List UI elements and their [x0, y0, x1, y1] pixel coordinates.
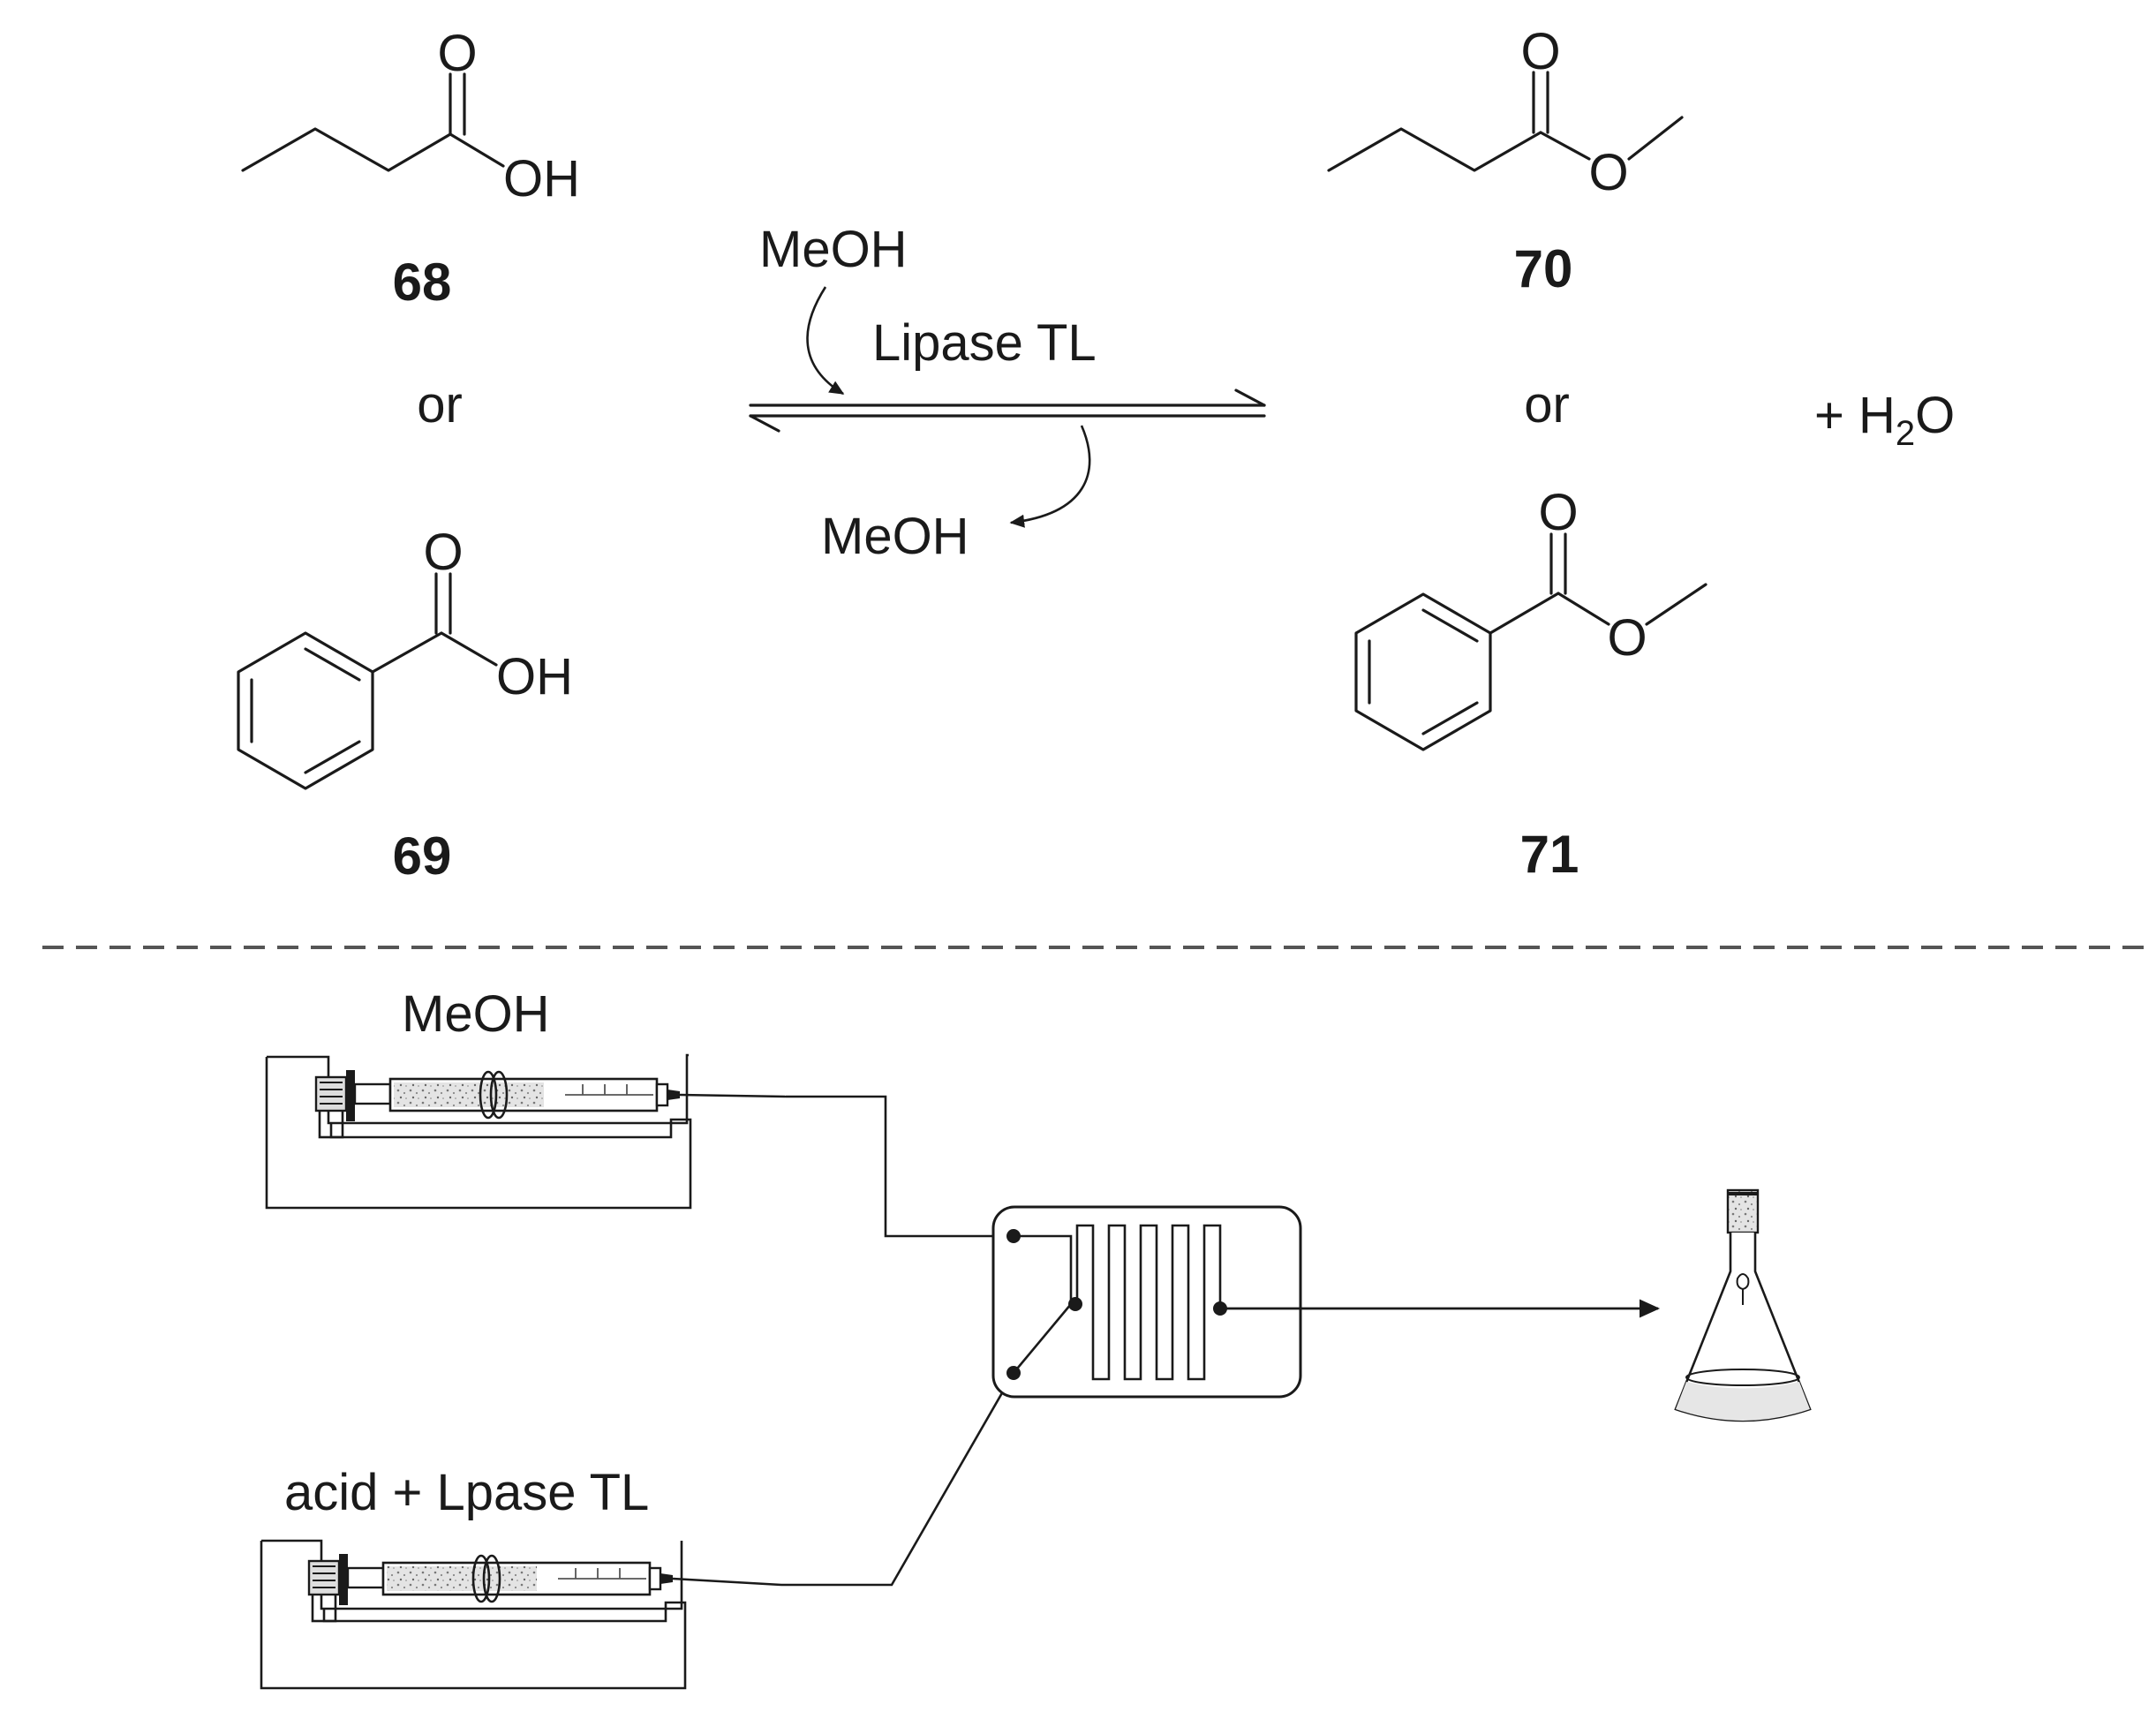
compound-68-structure: O OH	[241, 25, 580, 207]
compound-69-structure: O OH	[237, 524, 573, 790]
compound-label-69: 69	[393, 826, 452, 886]
compound-70-structure: O O	[1327, 23, 1684, 201]
atom-o-label: O	[1520, 23, 1560, 80]
equilibrium-arrow	[749, 388, 1266, 433]
atom-o-ester-label: O	[1607, 609, 1647, 667]
atom-o-label: O	[437, 25, 477, 82]
catalyst-label: Lipase TL	[872, 314, 1097, 372]
compound-71-structure: O O	[1354, 484, 1707, 751]
syringe-pump-top	[265, 1053, 787, 1210]
atom-oh-label: OH	[496, 648, 573, 705]
curved-arrow-out	[1009, 425, 1091, 528]
syringe-label-methanol: MeOH	[402, 985, 550, 1043]
or-label-right: or	[1524, 376, 1570, 434]
atom-o-label: O	[423, 524, 463, 581]
reagent-out-label: MeOH	[821, 508, 969, 565]
syringe-top	[314, 1070, 787, 1121]
compound-label-68: 68	[393, 253, 452, 312]
tubing-methanol-line	[786, 1095, 1014, 1238]
atom-o-label: O	[1538, 484, 1578, 541]
atom-o-ester-label: O	[1588, 144, 1628, 201]
tubing-acid-line	[781, 1372, 1015, 1587]
collection-flask	[1674, 1188, 1812, 1422]
syringe-label-acid-lipase: acid + Lpase TL	[284, 1464, 649, 1521]
compound-label-71: 71	[1520, 825, 1579, 884]
atom-oh-label: OH	[503, 150, 580, 207]
syringe-pump-bottom	[260, 1539, 782, 1690]
microreactor-chip	[991, 1205, 1302, 1399]
byproduct-water: + H2O	[1814, 387, 1955, 453]
reagent-in-label: MeOH	[759, 221, 908, 278]
or-label-left: or	[417, 376, 463, 434]
syringe-bottom	[307, 1554, 782, 1605]
curved-arrow-in	[806, 286, 845, 396]
compound-label-70: 70	[1514, 239, 1573, 298]
